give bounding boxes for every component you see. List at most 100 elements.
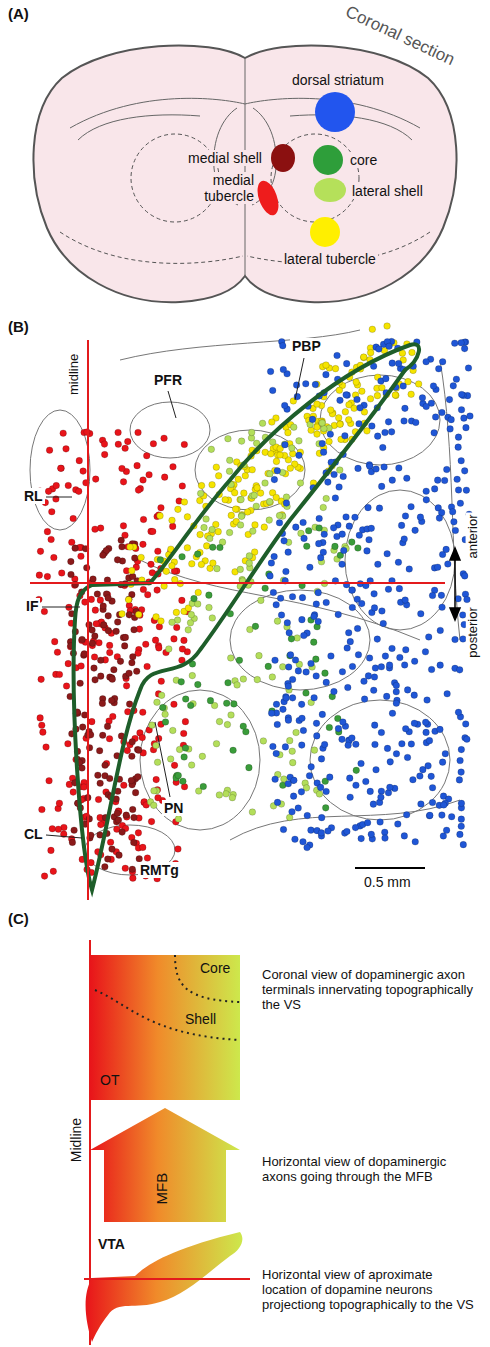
neuron-dot [452, 527, 459, 534]
neuron-dot [290, 793, 297, 800]
neuron-dot [446, 396, 453, 403]
neuron-dot [297, 480, 304, 487]
neuron-dot [92, 677, 99, 684]
neuron-dot [296, 452, 303, 459]
neuron-dot [223, 791, 230, 798]
neuron-dot [334, 352, 341, 359]
neuron-dot [117, 658, 124, 665]
neuron-dot [312, 381, 319, 388]
neuron-dot [226, 529, 233, 536]
neuron-dot [68, 558, 75, 565]
neuron-dot [345, 416, 352, 423]
neuron-dot [353, 767, 360, 774]
neuron-dot [180, 778, 187, 785]
neuron-dot [367, 788, 374, 795]
neuron-dot [463, 487, 470, 494]
neuron-dot [70, 515, 77, 522]
neuron-dot [262, 585, 269, 592]
neuron-dot [455, 709, 462, 716]
neuron-dot [226, 468, 233, 475]
neuron-dot [238, 496, 245, 503]
neuron-dot [249, 809, 256, 816]
neuron-dot [277, 595, 284, 602]
neuron-dot [227, 655, 234, 662]
neuron-dot [37, 715, 44, 722]
neuron-dot [92, 633, 99, 640]
neuron-dot [269, 674, 276, 681]
neuron-dot [293, 524, 300, 531]
neuron-dot [126, 670, 133, 677]
neuron-dot [298, 742, 305, 749]
neuron-dot [310, 639, 317, 646]
neuron-dot [365, 673, 372, 680]
neuron-dot [398, 522, 405, 529]
neuron-dot [315, 589, 322, 596]
neuron-dot [176, 746, 183, 753]
neuron-dot [349, 604, 356, 611]
neuron-dot [437, 627, 444, 634]
neuron-dot [344, 828, 351, 835]
neuron-dot [332, 543, 339, 550]
neuron-dot [330, 525, 337, 532]
neuron-dot [81, 651, 88, 658]
neuron-dot [140, 516, 147, 523]
neuron-dot [99, 700, 106, 707]
neuron-dot [69, 839, 76, 846]
neuron-dot [237, 496, 244, 503]
neuron-dot [105, 613, 112, 620]
neuron-dot [216, 718, 223, 725]
neuron-dot [135, 611, 142, 618]
neuron-dot [246, 560, 253, 567]
neuron-dot [268, 451, 275, 458]
neuron-dot [189, 560, 196, 567]
neuron-dot [323, 599, 330, 606]
neuron-dot [417, 514, 424, 521]
neuron-dot [449, 508, 456, 515]
neuron-dot [344, 684, 351, 691]
neuron-dot [170, 463, 177, 470]
neuron-dot [126, 701, 133, 708]
neuron-dot [339, 669, 346, 676]
neuron-dot [276, 512, 283, 519]
neuron-dot [458, 746, 465, 753]
neuron-dot [292, 657, 299, 664]
neuron-dot [422, 719, 429, 726]
neuron-dot [237, 566, 244, 573]
neuron-dot [376, 505, 383, 512]
neuron-dot [139, 844, 146, 851]
nucleus-label: IF [24, 598, 40, 614]
neuron-dot [158, 678, 165, 685]
neuron-dot [393, 688, 400, 695]
neuron-dot [364, 428, 371, 435]
neuron-dot [367, 349, 374, 356]
neuron-dot [349, 735, 356, 742]
neuron-dot [364, 548, 371, 555]
neuron-dot [382, 653, 389, 660]
neuron-dot [173, 624, 180, 631]
neuron-dot [415, 381, 422, 388]
neuron-dot [155, 794, 162, 801]
neuron-dot [300, 727, 307, 734]
neuron-dot [279, 342, 286, 349]
neuron-dot [349, 663, 356, 670]
neuron-dot [284, 620, 291, 627]
neuron-dot [248, 429, 255, 436]
neuron-dot [340, 473, 347, 480]
neuron-dot [155, 548, 162, 555]
neuron-dot [129, 739, 136, 746]
neuron-dot [144, 855, 151, 862]
neuron-dot [92, 607, 99, 614]
neuron-dot [340, 547, 347, 554]
neuron-dot [181, 754, 188, 761]
neuron-dot [318, 830, 325, 837]
neuron-dot [337, 421, 344, 428]
neuron-dot [106, 642, 113, 649]
neuron-dot [119, 465, 126, 472]
neuron-dot [105, 627, 112, 634]
neuron-dot [215, 528, 222, 535]
neuron-dot [277, 452, 284, 459]
neuron-dot [153, 742, 160, 749]
neuron-dot [118, 537, 125, 544]
neuron-dot [251, 492, 258, 499]
neuron-dot [410, 776, 417, 783]
